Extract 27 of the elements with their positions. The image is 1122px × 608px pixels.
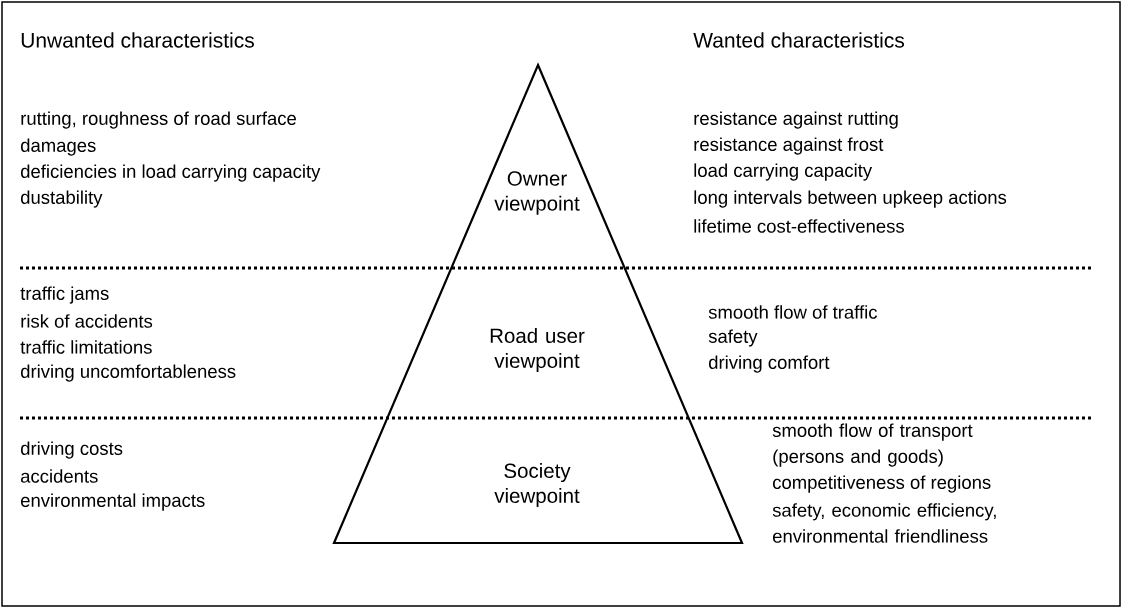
list-item: driving comfort bbox=[709, 355, 830, 373]
list-item: smooth flow of traffic bbox=[708, 305, 878, 319]
list-item: risk of accidents bbox=[21, 314, 153, 328]
list-item: traffic jams bbox=[20, 286, 109, 304]
list-item: load carrying capacity bbox=[694, 163, 873, 181]
heading: Wanted characteristics bbox=[693, 32, 905, 48]
list-item: environmental impacts bbox=[21, 493, 205, 511]
list-item: damages bbox=[21, 138, 96, 156]
list-item: safety bbox=[708, 329, 758, 347]
list-item: dustability bbox=[21, 190, 103, 208]
band-label: Road user viewpoint bbox=[490, 327, 585, 373]
band-label: Society viewpoint bbox=[494, 462, 580, 508]
list-item: safety, economic efficiency, environmental friendliness bbox=[772, 503, 996, 543]
list-item: traffic limitations bbox=[20, 340, 152, 354]
list-item: resistance against rutting bbox=[694, 111, 898, 129]
band-label: Owner viewpoint bbox=[494, 171, 580, 215]
list-item: competitiveness of regions bbox=[773, 475, 991, 493]
list-item: driving costs bbox=[21, 441, 123, 459]
list-item: accidents bbox=[21, 469, 98, 483]
heading: Unwanted characteristics bbox=[21, 32, 254, 48]
list-item: driving uncomfortableness bbox=[21, 364, 236, 382]
list-item: lifetime cost-effectiveness bbox=[694, 219, 904, 233]
list-item: resistance against frost bbox=[694, 137, 884, 155]
list-item: deficiencies in load carrying capacity bbox=[21, 164, 321, 182]
list-item: smooth flow of transport (persons and goods) bbox=[772, 423, 973, 467]
list-item: rutting, roughness of road surface bbox=[21, 111, 296, 129]
list-item: long intervals between upkeep actions bbox=[694, 190, 1007, 208]
